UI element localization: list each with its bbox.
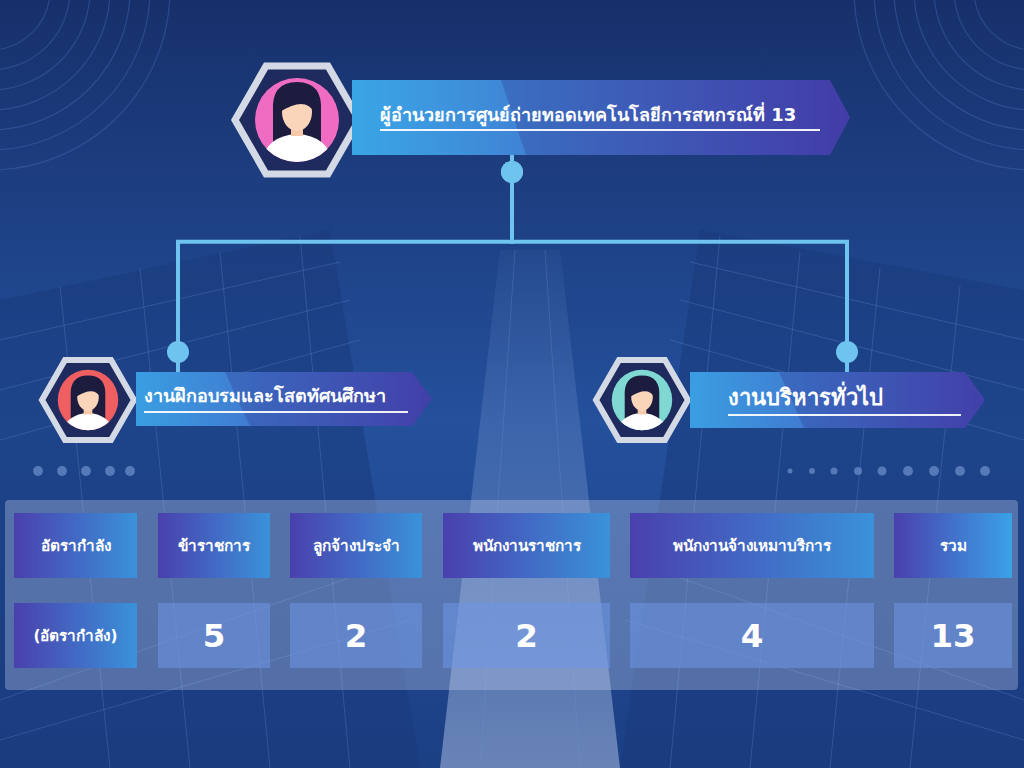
- connector-dot: [836, 341, 858, 363]
- decor-shape: [955, 466, 965, 476]
- decor-shape: [255, 78, 339, 164]
- connector-line: [178, 155, 512, 372]
- table-row-label: (อัตรากำลัง): [14, 603, 137, 668]
- decor-shape: [0, 262, 340, 340]
- decor-shape: [62, 376, 114, 435]
- decor-shape: [878, 467, 887, 476]
- table-value-cell: 13: [894, 603, 1012, 668]
- table-header-cell: พนักงานจ้างเหมาบริการ: [630, 513, 874, 578]
- hexagon-frame: [235, 66, 359, 174]
- decor-shape: [670, 340, 1024, 440]
- decor-shape: [0, 0, 110, 110]
- node-title: งานฝึกอบรมและโสตทัศนศึกษา: [144, 385, 408, 413]
- decor-shape: [62, 376, 114, 435]
- connector-line: [512, 155, 847, 372]
- banner-fill: [136, 372, 432, 426]
- decor-shape: [690, 262, 1024, 340]
- decor-shape: [0, 0, 150, 150]
- connector-dot: [167, 341, 189, 363]
- org-node-banner: งานฝึกอบรมและโสตทัศนศึกษา: [136, 372, 432, 426]
- avatar-top: [235, 66, 359, 174]
- decor-shape: [894, 0, 1024, 130]
- decor-shape: [809, 468, 815, 474]
- banner-fill: [690, 372, 985, 428]
- decor-shape: [954, 0, 1024, 70]
- table-header-cell: ข้าราชการ: [158, 513, 270, 578]
- decor-shape: [788, 469, 793, 474]
- decor-shape: [81, 466, 91, 476]
- table-value-cell: 2: [290, 603, 422, 668]
- decor-shape: [980, 466, 990, 476]
- table-header-cell: ลูกจ้างประจำ: [290, 513, 422, 578]
- node-title: งานบริหารทั่วไป: [728, 384, 961, 417]
- table-value-cell: 5: [158, 603, 270, 668]
- table-value-cell: 2: [443, 603, 610, 668]
- buildings: [0, 230, 1024, 768]
- org-node-banner: ผู้อำนวยการศูนย์ถ่ายทอดเทคโนโลยีการสหกรณ…: [352, 80, 850, 155]
- decor-shape: [33, 466, 43, 476]
- decor-shape: [903, 466, 913, 476]
- decor-shape: [929, 466, 939, 476]
- connector-dot: [501, 161, 523, 183]
- decor-shape: [974, 0, 1024, 50]
- window-lines: [0, 236, 1024, 768]
- decor-shape: [874, 0, 1024, 150]
- decor-shape: [0, 0, 170, 170]
- decor-shape: [914, 0, 1024, 110]
- decor-shape: [58, 370, 118, 435]
- table-header-cell: รวม: [894, 513, 1012, 578]
- decor-shape: [854, 467, 862, 475]
- decor-shape: [0, 0, 50, 50]
- hexagon-frame: [596, 360, 688, 440]
- node-title: ผู้อำนวยการศูนย์ถ่ายทอดเทคโนโลยีการสหกรณ…: [380, 104, 820, 132]
- decor-shape: [0, 0, 90, 90]
- table-panel: [5, 500, 1018, 690]
- hexagon-frame: [42, 360, 134, 440]
- decor-shape: [0, 0, 130, 130]
- decor-shape: [934, 0, 1024, 90]
- banner-fill: [352, 80, 850, 155]
- decor-shape: [831, 468, 838, 475]
- table-value-cell: 4: [630, 603, 874, 668]
- decor-shape: [261, 82, 333, 164]
- decor-shape: [612, 370, 672, 435]
- decor-shape: [57, 466, 67, 476]
- table-header-cell: พนักงานราชการ: [443, 513, 610, 578]
- decor-shape: [616, 376, 668, 435]
- avatar-right: [596, 360, 688, 440]
- dot-row: [33, 466, 990, 476]
- decor-shape: [0, 0, 70, 70]
- decor-shape: [261, 82, 333, 164]
- org-node-banner: งานบริหารทั่วไป: [690, 372, 985, 428]
- decor-shape: [125, 466, 135, 476]
- decor-shape: [105, 466, 115, 476]
- table-header-cell: อัตรากำลัง: [14, 513, 137, 578]
- decor-shape: [854, 0, 1024, 170]
- corner-arcs: [0, 0, 1024, 170]
- avatar-left: [42, 360, 134, 440]
- decor-shape: [616, 376, 668, 435]
- connector-dot: [501, 161, 523, 183]
